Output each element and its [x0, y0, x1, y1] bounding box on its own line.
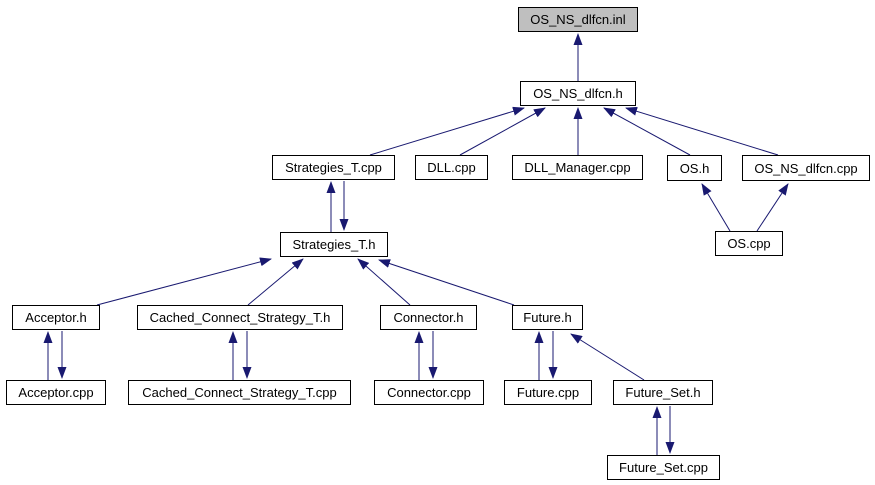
graph-node-acceptor-cpp[interactable]: Acceptor.cpp: [6, 380, 106, 405]
graph-node-future-set-cpp[interactable]: Future_Set.cpp: [607, 455, 720, 480]
graph-node-connector-cpp[interactable]: Connector.cpp: [374, 380, 484, 405]
edge-os-cpp-to-os-ns-dlfcn-cpp: [756, 183, 789, 232]
edge-connector-h-to-strategies-t-h: [357, 258, 411, 306]
graph-node-os-h[interactable]: OS.h: [667, 155, 722, 181]
graph-node-cached-connect-strategy-t-h[interactable]: Cached_Connect_Strategy_T.h: [137, 305, 343, 330]
graph-node-cached-connect-strategy-t-cpp[interactable]: Cached_Connect_Strategy_T.cpp: [128, 380, 351, 405]
graph-node-os-cpp[interactable]: OS.cpp: [715, 231, 783, 256]
graph-node-future-set-h[interactable]: Future_Set.h: [613, 380, 713, 405]
edge-acceptor-h-to-strategies-t-h: [96, 257, 272, 306]
edge-future-set-h-to-future-h: [570, 333, 645, 381]
graph-node-acceptor-h[interactable]: Acceptor.h: [12, 305, 100, 330]
graph-node-strategies-t-h[interactable]: Strategies_T.h: [280, 232, 388, 257]
edge-os-h-to-os-ns-dlfcn-h: [603, 107, 691, 156]
graph-node-dll-cpp[interactable]: DLL.cpp: [415, 155, 488, 180]
edge-future-h-to-strategies-t-h: [378, 259, 515, 306]
edge-os-ns-dlfcn-cpp-to-os-ns-dlfcn-h: [625, 106, 779, 156]
graph-node-connector-h[interactable]: Connector.h: [380, 305, 477, 330]
graph-node-strategies-t-cpp[interactable]: Strategies_T.cpp: [272, 155, 395, 180]
edge-dll-cpp-to-os-ns-dlfcn-h: [459, 107, 546, 156]
edge-cached-connect-strategy-t-h-to-strategies-t-h: [247, 258, 304, 306]
graph-node-os-ns-dlfcn-inl[interactable]: OS_NS_dlfcn.inl: [518, 7, 638, 32]
edge-os-cpp-to-os-h: [701, 183, 731, 232]
dependency-edges: [43, 33, 789, 455]
graph-node-future-h[interactable]: Future.h: [512, 305, 583, 330]
edge-strategies-t-cpp-to-os-ns-dlfcn-h: [369, 106, 525, 156]
graph-node-dll-manager-cpp[interactable]: DLL_Manager.cpp: [512, 155, 643, 180]
graph-node-os-ns-dlfcn-cpp[interactable]: OS_NS_dlfcn.cpp: [742, 155, 870, 181]
graph-node-os-ns-dlfcn-h[interactable]: OS_NS_dlfcn.h: [520, 81, 636, 106]
graph-node-future-cpp[interactable]: Future.cpp: [504, 380, 592, 405]
